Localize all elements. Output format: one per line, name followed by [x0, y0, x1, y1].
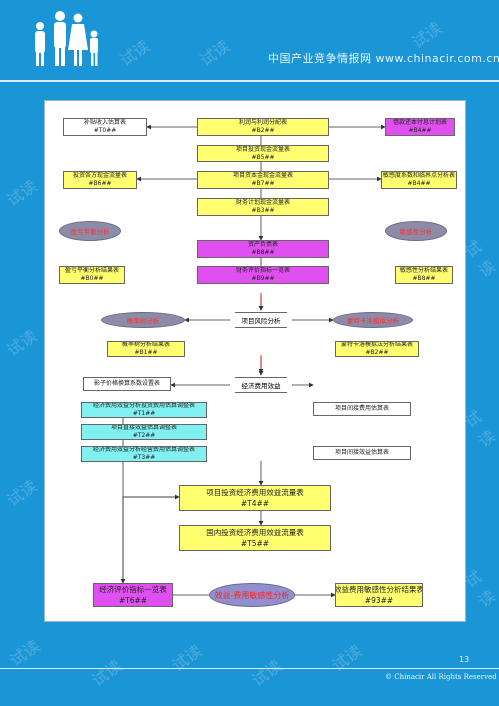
ellipse-breakeven-analysis: 盈亏平衡分析	[59, 221, 121, 241]
flow-node-domestic-economic-flow: 国内投资经济费用效益流量表#T5##	[179, 525, 331, 551]
copyright-notice: © Chinacir All Rights Reserved	[385, 673, 497, 681]
ellipse-monte-carlo: 蒙特卡洛模拟分析	[333, 312, 413, 328]
flow-node-breakeven-result: 盈亏平衡分析结果表#B0##	[59, 266, 125, 284]
hex-economic-cost-benefit: 经济费用效益	[229, 377, 293, 393]
flow-node-financial-indicators: 财务评价指标一览表#B9##	[197, 266, 329, 284]
family-silhouette-logo	[35, 11, 98, 66]
watermark: 试读	[3, 476, 41, 511]
connector-lines	[120, 124, 386, 598]
flow-node-balance-sheet: 资产负债表#B8##	[197, 240, 329, 258]
watermark: 试读	[3, 326, 41, 361]
flow-node-investment-cost-adjustment: 经济费用效益分析投资费用估算调整表#T1##	[81, 402, 207, 418]
watermark: 试读	[328, 641, 366, 676]
ellipse-sensitivity-analysis: 敏感性分析	[385, 221, 447, 241]
header-divider	[0, 80, 499, 82]
watermark: 试读	[3, 176, 41, 211]
flow-node-loan-repayment-plan: 借款还本付息计划表#B4##	[385, 118, 455, 136]
page-number: 13	[459, 655, 470, 664]
flow-node-direct-benefit-adjustment: 项目直接效益估算调整表#T2##	[81, 424, 207, 440]
footer-divider	[0, 668, 499, 669]
flow-node-economic-indicators: 经济评价指标一览表#T6##	[93, 583, 173, 607]
flow-node-sensitivity-result: 敏感性分析结果表#B8##	[395, 266, 453, 284]
flow-node-probability-tree-result: 概率树分析结果表#B1##	[107, 341, 185, 357]
ellipse-benefit-cost-sensitivity: 效益-费用敏感性分析	[209, 583, 295, 607]
flow-node-shadow-price-settings: 影子价格换算系数设置表	[83, 377, 171, 391]
flow-node-project-investment-cashflow: 项目投资现金流量表#B5##	[197, 145, 329, 162]
flow-node-operating-cost-adjustment: 经济费用效益分析经营费用估算调整表#T3##	[81, 446, 207, 462]
flow-node-benefit-cost-sensitivity-result: 效益费用敏感性分析结果表#93##	[335, 583, 423, 607]
ellipse-probability-tree: 概率树分析	[101, 312, 185, 328]
site-title: 中国产业竞争情报网 www.chinacir.com.cn	[268, 52, 499, 65]
flow-node-investor-cashflow: 投资各方现金流量表#B6##	[63, 171, 137, 189]
flow-node-equity-cashflow: 项目资本金现金流量表#B7##	[197, 171, 329, 189]
flow-node-profit-distribution: 利润与利润分配表#B2##	[197, 118, 329, 136]
hex-project-risk-analysis: 项目风险分析	[229, 312, 293, 328]
flow-node-monte-carlo-result: 蒙特卡洛模拟法分析结果表#B2##	[335, 341, 419, 357]
watermark: 试读	[6, 636, 44, 671]
flow-node-financial-plan-cashflow: 财务计划现金流量表#B3##	[197, 198, 329, 216]
flow-node-indirect-cost-estimate: 项目间接费用估算表	[313, 402, 411, 416]
page-header: 中国产业竞争情报网 www.chinacir.com.cn	[0, 0, 499, 80]
flow-node-sensitivity-coefficient: 敏感度系数和临界点分析表#B4##	[381, 171, 457, 189]
flow-node-subsidy-estimate: 补贴收入估算表#T0##	[63, 118, 147, 136]
flowchart-panel: 补贴收入估算表#T0## 利润与利润分配表#B2## 借款还本付息计划表#B4#…	[44, 100, 466, 622]
flow-node-project-economic-flow: 项目投资经济费用效益流量表#T4##	[179, 485, 331, 511]
watermark: 试读	[248, 656, 286, 691]
flow-node-indirect-benefit-estimate: 项目间接效益估算表	[313, 446, 411, 460]
watermark: 试读	[88, 656, 126, 691]
watermark: 试读	[168, 641, 206, 676]
